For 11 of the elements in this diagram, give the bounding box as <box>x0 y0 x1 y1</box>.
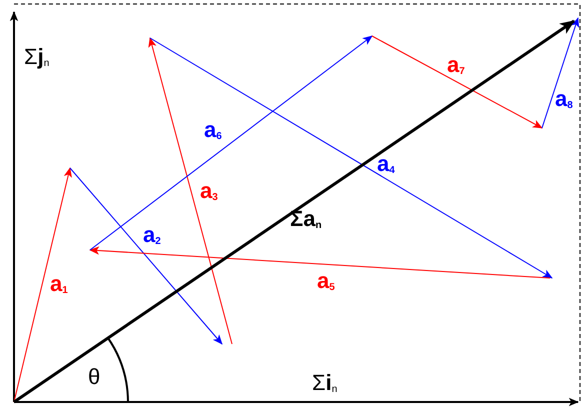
vector-label: a$_{2}$ <box>143 224 161 247</box>
vector-label: a$_{7}$ <box>447 54 465 77</box>
angle-label: θ <box>88 366 100 388</box>
vector-label: a$_{3}$ <box>200 180 218 203</box>
vector-label: a$_{5}$ <box>317 270 335 293</box>
vector-label: a$_{1}$ <box>50 273 68 296</box>
axis-label: Σj$_{n}$ <box>24 46 50 69</box>
vector-label: a$_{8}$ <box>555 88 573 111</box>
vector-label: a$_{6}$ <box>204 119 222 142</box>
vector-label: a$_{4}$ <box>377 153 395 176</box>
axis-label: Σi$_{n}$ <box>312 372 338 395</box>
